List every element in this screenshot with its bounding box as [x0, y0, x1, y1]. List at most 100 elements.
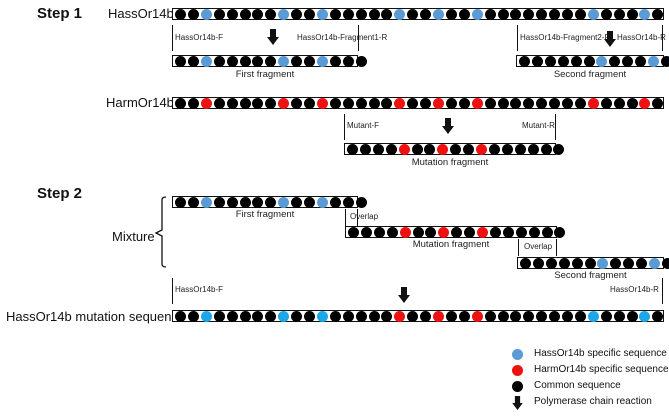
common-dot	[554, 226, 566, 238]
common-dot	[420, 8, 432, 20]
primer-hass-f-label: HassOr14b-F	[175, 33, 224, 42]
harm-specific-dot	[394, 310, 406, 322]
common-dot	[527, 143, 539, 155]
common-dot	[420, 97, 432, 109]
harm-specific-dot	[471, 310, 483, 322]
common-dot	[342, 97, 354, 109]
hass-label: HassOr14b	[108, 6, 174, 21]
common-dot	[265, 55, 277, 67]
hass-specific-dot	[316, 196, 328, 208]
common-dot	[304, 8, 315, 20]
harm-specific-dot	[471, 97, 483, 109]
primer-frag1-r-label: HassOr14b-Fragment1-R	[297, 33, 388, 42]
common-dot	[175, 97, 186, 109]
common-dot	[626, 97, 638, 109]
common-dot	[252, 8, 264, 20]
common-dot-icon	[512, 381, 523, 392]
primer-line-mutant-f	[344, 114, 346, 140]
common-dot	[515, 226, 527, 238]
primer-hass-r-label: HassOr14b-R	[617, 33, 666, 42]
common-dot	[347, 143, 358, 155]
harm-specific-dot	[278, 97, 290, 109]
hass-dot-icon	[512, 349, 523, 360]
common-dot	[342, 8, 354, 20]
common-dot	[424, 143, 436, 155]
common-dot	[574, 97, 586, 109]
common-dot	[497, 310, 509, 322]
common-dot	[265, 8, 277, 20]
primer-mutant-r-label: Mutant-R	[522, 121, 555, 130]
hass-specific-dot	[587, 8, 599, 20]
common-dot	[355, 97, 367, 109]
common-dot	[239, 196, 251, 208]
common-dot	[329, 196, 341, 208]
first-fragment-bar	[172, 196, 367, 208]
common-dot	[329, 8, 341, 20]
common-dot	[532, 257, 544, 269]
primer-line-frag2-f	[517, 25, 519, 51]
harm-specific-dot	[587, 97, 599, 109]
common-dot	[652, 310, 664, 322]
final-sequence-bar	[172, 310, 664, 322]
common-dot	[626, 8, 638, 20]
common-dot	[187, 310, 199, 322]
first-fragment-bar	[172, 55, 367, 67]
common-dot	[497, 97, 509, 109]
common-dot	[536, 310, 548, 322]
hass-specific-dot	[587, 310, 599, 322]
common-dot	[501, 143, 513, 155]
hass-specific-dot	[278, 8, 290, 20]
common-dot	[549, 8, 561, 20]
common-dot	[265, 310, 277, 322]
common-dot	[187, 97, 199, 109]
hass-specific-dot	[200, 55, 212, 67]
hass-specific-dot	[278, 196, 290, 208]
overlap-line-right	[357, 209, 359, 226]
common-dot	[514, 143, 526, 155]
common-dot	[545, 257, 557, 269]
common-dot	[464, 226, 476, 238]
common-dot	[584, 257, 596, 269]
overlap-line-left	[345, 209, 347, 226]
primer-hass-f-label: HassOr14b-F	[175, 285, 224, 294]
common-dot	[520, 257, 531, 269]
harm-specific-dot	[437, 143, 449, 155]
common-dot	[187, 196, 199, 208]
common-dot	[497, 8, 509, 20]
common-dot	[252, 97, 264, 109]
common-dot	[600, 310, 612, 322]
harm-dot-icon	[512, 365, 523, 376]
common-dot	[531, 55, 543, 67]
common-dot	[445, 310, 457, 322]
common-dot	[610, 257, 622, 269]
common-dot	[252, 310, 264, 322]
common-dot	[304, 196, 315, 208]
common-dot	[368, 8, 380, 20]
common-dot	[519, 55, 530, 67]
common-dot	[549, 97, 561, 109]
common-dot	[626, 310, 638, 322]
common-dot	[450, 143, 462, 155]
common-dot	[226, 8, 238, 20]
overlap-label-1: Overlap	[350, 212, 379, 221]
common-dot	[360, 226, 372, 238]
common-dot	[342, 55, 354, 67]
common-dot	[291, 196, 303, 208]
common-dot	[489, 226, 501, 238]
common-dot	[368, 310, 380, 322]
pcr-arrow-icon	[267, 29, 279, 45]
hass-specific-dot	[278, 310, 290, 322]
hass-specific-dot	[200, 8, 212, 20]
common-dot	[252, 55, 264, 67]
common-dot	[660, 55, 669, 67]
hass-specific-dot	[596, 55, 608, 67]
common-dot	[528, 226, 540, 238]
common-dot	[175, 8, 186, 20]
common-dot	[359, 143, 371, 155]
common-dot	[458, 97, 470, 109]
common-dot	[502, 226, 514, 238]
first-fragment-label: First fragment	[235, 69, 295, 80]
legend: HassOr14b specific sequence HarmOr14b sp…	[512, 348, 669, 419]
harm-specific-dot	[316, 97, 328, 109]
hass-specific-dot	[471, 8, 483, 20]
